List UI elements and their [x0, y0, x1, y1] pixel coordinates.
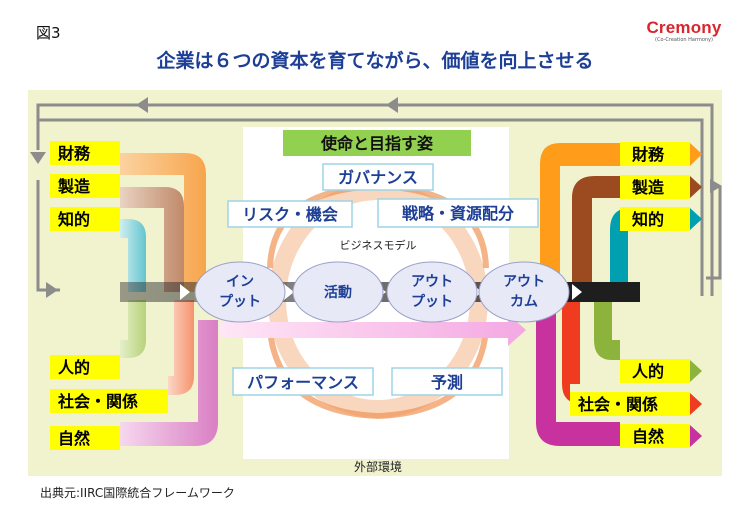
source-note: 出典元:IIRC国際統合フレームワーク [40, 486, 235, 500]
left-capital-human-box [50, 355, 120, 379]
left-capital-manufactured-box [50, 174, 120, 198]
performance-box [232, 367, 374, 396]
process-1-line1: イン [226, 274, 254, 290]
right-capital-manufactured: 製造 [631, 178, 665, 197]
external-environment-label: 外部環境 [354, 459, 402, 474]
right-capital-social: 社会・関係 [577, 395, 658, 414]
right-flow-intellectual [610, 208, 630, 282]
governance-text: ガバナンス [338, 168, 418, 187]
governance-box [322, 163, 434, 191]
left-capital-human: 人的 [58, 358, 90, 377]
left-capital-financial: 財務 [58, 144, 91, 163]
left-capital-flows [120, 153, 218, 446]
right-flow-manufactured [572, 176, 620, 282]
performance-text: パフォーマンス [247, 373, 359, 392]
process-3-line1: アウト [411, 274, 453, 290]
mission-text: 使命と目指す姿 [320, 134, 433, 153]
left-flow-social [168, 300, 194, 395]
process-1-line2: プット [219, 294, 261, 310]
strategy-box [377, 198, 539, 228]
cremony-logo: Cremony (Co-Creation Harmony) [638, 18, 730, 43]
right-flow-financial [540, 143, 620, 282]
outlook-box [391, 367, 503, 396]
right-capital-natural-box [620, 424, 690, 448]
right-capital-intellectual: 知的 [632, 210, 664, 229]
outlook-text: 予測 [431, 373, 463, 392]
feedback-loop-lines [36, 103, 722, 296]
figure-label: 図3 [36, 24, 61, 42]
right-capital-social-box [570, 392, 690, 416]
process-oval-3: アウト プット [386, 261, 478, 323]
right-arrowheads [690, 143, 702, 447]
left-capital-labels: 財務 製造 知的 人的 社会・関係 自然 [50, 141, 168, 450]
process-2-line1: 活動 [324, 284, 352, 301]
right-capital-manufactured-box [620, 175, 690, 199]
left-flow-human [120, 300, 146, 358]
strategy-text: 戦略・資源配分 [402, 204, 514, 223]
left-capital-social-box [50, 389, 168, 413]
mission-box [283, 130, 471, 156]
left-capital-financial-box [50, 141, 120, 165]
process-3-line2: プット [411, 294, 453, 310]
right-flow-social [562, 302, 582, 404]
risk-text: リスク・機会 [242, 205, 338, 224]
feedback-arrowheads [30, 97, 722, 298]
left-capital-manufactured: 製造 [57, 177, 91, 196]
left-flow-manufactured [120, 187, 184, 292]
value-flow-band-right [560, 282, 640, 302]
left-capital-social: 社会・関係 [57, 392, 138, 411]
left-capital-intellectual: 知的 [58, 210, 90, 229]
left-flow-financial [120, 153, 206, 292]
process-4-line2: カム [510, 294, 538, 310]
risk-box [227, 200, 353, 228]
left-flow-natural [120, 320, 218, 446]
left-capital-natural-box [50, 426, 120, 450]
logo-main-text: Cremony [646, 18, 722, 37]
logo-sub-text: (Co-Creation Harmony) [655, 37, 713, 43]
process-4-line1: アウト [503, 274, 545, 290]
performance-arrow [220, 314, 526, 346]
process-oval-1: イン プット [194, 261, 286, 323]
process-oval-4: アウト カム [478, 261, 570, 323]
process-oval-2: 活動 [292, 261, 384, 323]
right-capital-natural: 自然 [632, 427, 664, 446]
right-capital-financial: 財務 [632, 145, 665, 164]
left-capital-intellectual-box [50, 207, 120, 231]
business-model-label: ビジネスモデル [340, 238, 417, 252]
right-capital-human-box [620, 359, 690, 383]
left-flow-intellectual [120, 219, 146, 292]
right-capital-human: 人的 [632, 362, 664, 381]
right-capital-intellectual-box [620, 207, 690, 231]
right-capital-financial-box [620, 142, 690, 166]
right-capital-labels: 財務 製造 知的 人的 社会・関係 自然 [570, 142, 690, 448]
right-flow-human [594, 302, 620, 360]
left-capital-natural: 自然 [58, 429, 90, 448]
page-title: 企業は６つの資本を育てながら、価値を向上させる [156, 50, 594, 72]
